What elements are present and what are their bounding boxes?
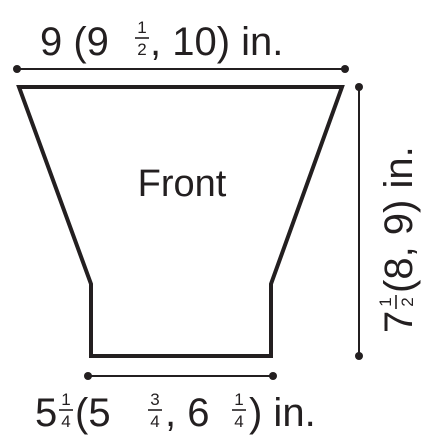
svg-text:2: 2 — [398, 297, 417, 306]
svg-text:9 (9: 9 (9 — [40, 20, 109, 64]
svg-text:4: 4 — [234, 412, 243, 431]
svg-text:1: 1 — [137, 18, 146, 37]
svg-text:4: 4 — [61, 412, 70, 431]
svg-text:, 10) in.: , 10) in. — [150, 20, 283, 64]
height-bottom-endpoint — [355, 352, 363, 360]
svg-text:2: 2 — [137, 40, 146, 59]
svg-text:1: 1 — [234, 390, 243, 409]
bottom-width-label: 5 1 4 (5 3 4 , 6 1 4 ) in. — [35, 390, 316, 435]
piece-label: Front — [138, 163, 227, 205]
top-width-left-endpoint — [13, 65, 21, 73]
bottom-width-dimension-line — [84, 372, 277, 380]
height-label: 7 1 2 (8, 9) in. — [376, 146, 421, 333]
svg-text:7: 7 — [377, 311, 421, 333]
bottom-width-left-endpoint — [84, 372, 92, 380]
svg-text:1: 1 — [61, 390, 70, 409]
top-width-dimension-line — [13, 65, 349, 73]
svg-text:) in.: ) in. — [249, 391, 316, 435]
front-piece-outline — [16, 85, 345, 358]
svg-text:4: 4 — [150, 412, 159, 431]
height-dimension-line — [355, 83, 363, 360]
svg-text:3: 3 — [150, 390, 159, 409]
svg-text:1: 1 — [376, 297, 395, 306]
svg-text:(8, 9) in.: (8, 9) in. — [377, 146, 421, 293]
svg-text:, 6: , 6 — [165, 391, 209, 435]
bottom-width-right-endpoint — [269, 372, 277, 380]
svg-text:(5: (5 — [75, 391, 111, 435]
top-width-label: 9 (9 1 2 , 10) in. — [40, 18, 283, 64]
top-width-right-endpoint — [341, 65, 349, 73]
height-top-endpoint — [355, 83, 363, 91]
svg-text:5: 5 — [35, 391, 57, 435]
